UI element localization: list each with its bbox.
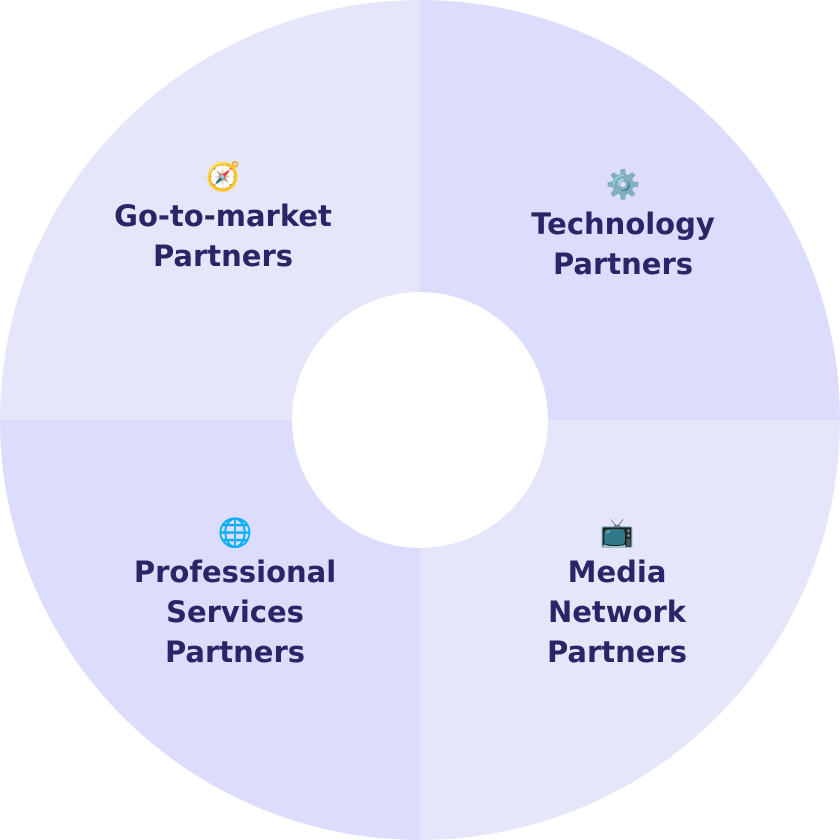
segment-title-line: Network [547, 595, 687, 629]
segment-title-line: Go-to-market [114, 199, 332, 233]
globe-icon: 🌐 [217, 516, 253, 549]
segment-title-line: Partners [552, 247, 694, 281]
label-media-network: 📺 Media Network Partners [547, 516, 687, 672]
segment-title-line: Media [567, 555, 667, 589]
segment-title-line: Partners [546, 635, 688, 669]
segment-title-line: Technology [531, 207, 715, 241]
segment-title-line: Professional [133, 555, 337, 589]
label-professional-services: 🌐 Professional Services Partners [134, 516, 336, 672]
gear-icon: ⚙️ [605, 168, 641, 201]
segment-title-line: Partners [152, 239, 294, 273]
label-go-to-market: 🧭 Go-to-market Partners [114, 160, 332, 276]
segment-media-network [420, 420, 840, 840]
segment-go-to-market [0, 0, 420, 420]
segment-title-line: Services [166, 595, 304, 629]
compass-icon: 🧭 [205, 160, 241, 193]
television-icon: 📺 [599, 516, 635, 549]
segment-technology [420, 0, 840, 420]
label-technology: ⚙️ Technology Partners [531, 168, 715, 284]
center-hole [292, 292, 548, 548]
segment-professional-services [0, 420, 420, 840]
segment-title-line: Partners [164, 635, 306, 669]
